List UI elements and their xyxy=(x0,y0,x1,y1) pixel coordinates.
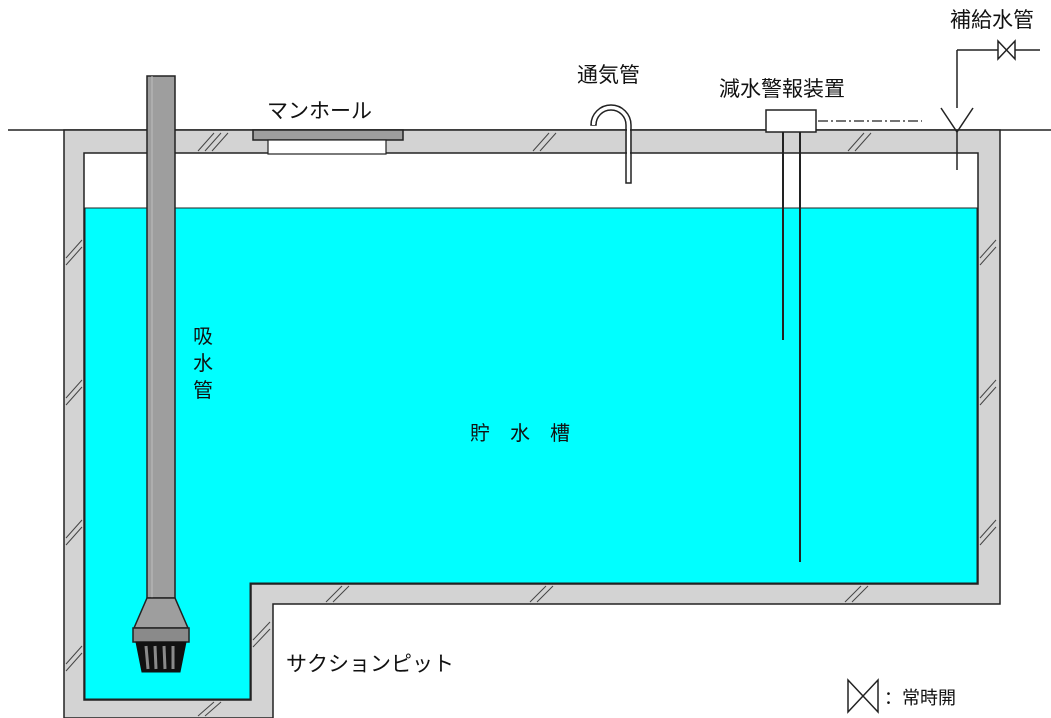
manhole-cover xyxy=(252,129,404,141)
vent-pipe-label: 通気管 xyxy=(577,63,640,87)
suction-pit-label: サクションピット xyxy=(286,652,454,676)
suction-pipe-label-1: 吸 xyxy=(193,324,213,348)
vent-pipe-fill xyxy=(592,106,630,182)
vent-pipe xyxy=(590,104,632,184)
foot-valve-flange xyxy=(132,627,190,643)
gate-valve-icon xyxy=(997,39,1016,61)
suction-pipe-label-2: 水 xyxy=(193,351,213,375)
tank-label: 貯 水 槽 xyxy=(470,421,570,445)
makeup-water-pipe xyxy=(940,49,1040,170)
low-water-alarm-label: 減水警報装置 xyxy=(719,77,845,101)
alarm-box xyxy=(765,109,817,133)
legend-normally-open-label: ：常時開 xyxy=(884,688,956,709)
suction-pipe xyxy=(146,75,176,599)
water-body xyxy=(84,207,978,700)
foot-valve-strainer xyxy=(135,641,187,673)
manhole-label: マンホール xyxy=(267,99,372,123)
suction-pipe-label-3: 管 xyxy=(193,378,213,402)
makeup-pipe-label: 補給水管 xyxy=(950,8,1034,32)
air-gap xyxy=(85,154,977,208)
legend-valve-icon xyxy=(847,678,879,714)
manhole-frame xyxy=(267,139,387,155)
wall-hatch-marks xyxy=(65,132,997,717)
